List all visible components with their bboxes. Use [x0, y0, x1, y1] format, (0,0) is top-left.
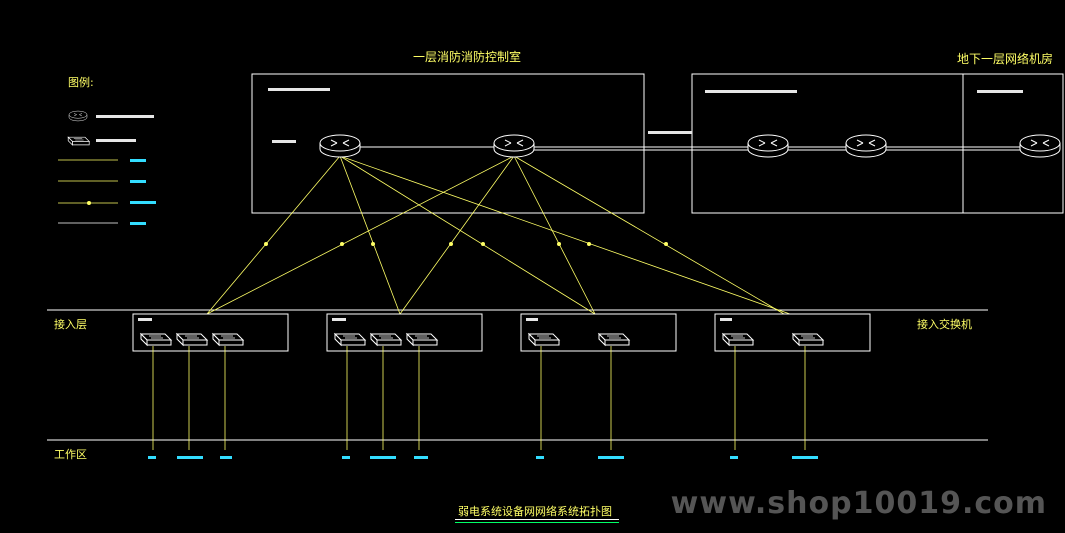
access-switch-icon: [140, 333, 172, 346]
uplinks: [206, 155, 791, 315]
network-room-title: 地下一层网络机房: [957, 52, 1054, 66]
core-switch-icon-2: [493, 134, 535, 158]
access-switch-icon: [792, 333, 824, 346]
access-switch-label: 接入交换机: [917, 318, 972, 331]
access-switch-icon: [722, 333, 754, 346]
access-switch-icon: [370, 333, 402, 346]
access-switch-icon: [176, 333, 208, 346]
work-area-label: 工作区: [54, 448, 87, 461]
caption-underline-green: [455, 522, 619, 523]
terminal-marks: [148, 456, 818, 459]
access-switch-icon: [528, 333, 560, 346]
network-router-icon-3: [1019, 134, 1061, 158]
access-box-4: [714, 313, 871, 352]
watermark: www.shop10019.com: [670, 486, 1047, 521]
network-room-box: [691, 73, 1064, 214]
fire-control-room-title: 一层消防消防控制室: [413, 50, 522, 64]
diagram-caption: 弱电系统设备网网络系统拓扑图: [458, 505, 612, 518]
legend-graphics: [58, 110, 156, 225]
access-layer-label: 接入层: [54, 318, 87, 331]
access-switch-icon: [334, 333, 366, 346]
drop-lines: [152, 346, 806, 450]
network-router-icon-1: [747, 134, 789, 158]
core-switch-icon-1: [319, 134, 361, 158]
uplink-dots: [264, 242, 668, 246]
access-box-3: [520, 313, 677, 352]
access-switch-icon: [406, 333, 438, 346]
caption-underline: [455, 519, 619, 520]
network-router-icon-2: [845, 134, 887, 158]
legend-title: 图例:: [68, 76, 94, 89]
access-box-1: [132, 313, 289, 352]
access-box-2: [326, 313, 483, 352]
access-switch-icon: [598, 333, 630, 346]
access-switch-icon: [212, 333, 244, 346]
box-label-marks: [138, 88, 1023, 321]
fire-control-room-box: [251, 73, 645, 214]
